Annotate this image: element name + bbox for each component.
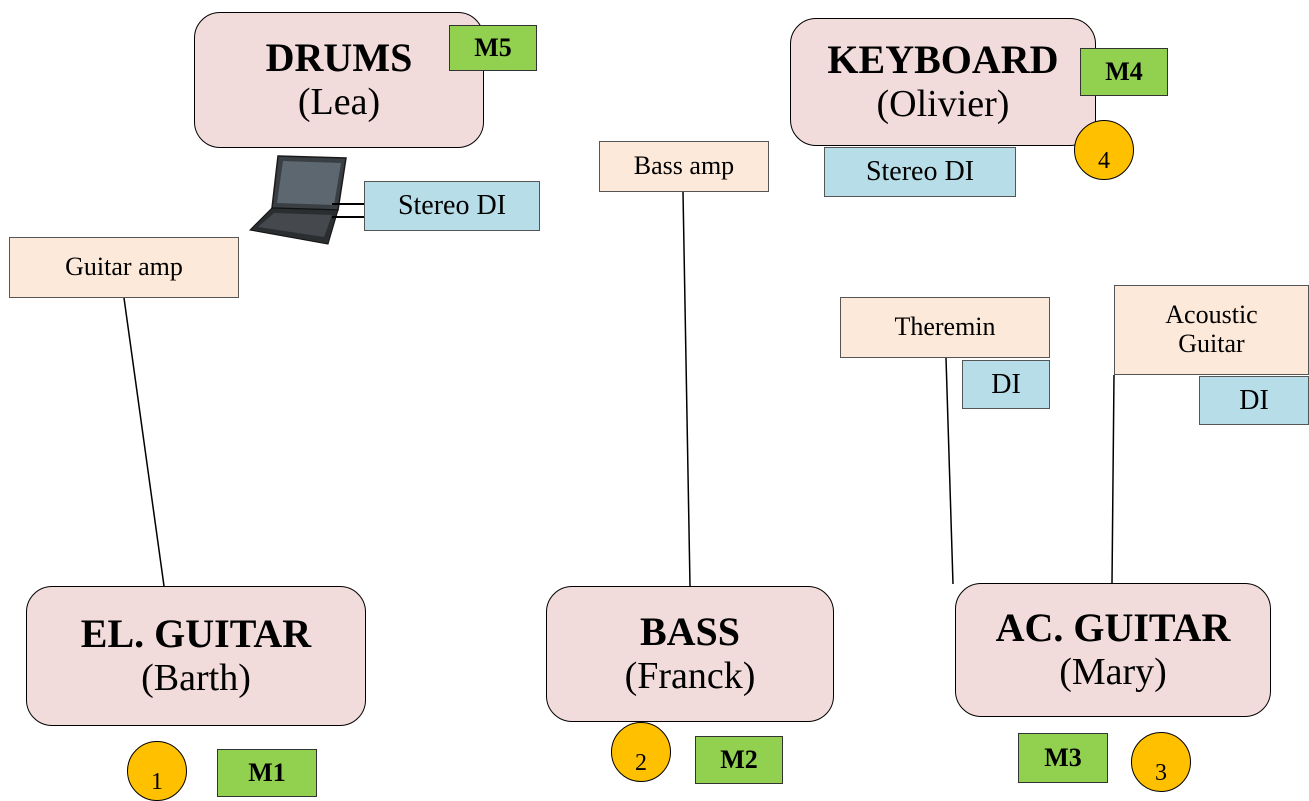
ac-guitar-position: AC. GUITAR (Mary) [955, 583, 1271, 717]
mic-m5: M5 [449, 25, 537, 71]
drums-player-name: (Lea) [297, 81, 381, 124]
mic-m1: M1 [217, 749, 317, 797]
theremin: Theremin [840, 297, 1050, 358]
laptop-icon [248, 152, 350, 247]
guitar-cable [123, 297, 165, 587]
keyboard-position: KEYBOARD (Olivier) [790, 18, 1096, 146]
drums-stereo-di: Stereo DI [364, 181, 540, 231]
monitor-2: 2 [611, 722, 671, 782]
theremin-di: DI [962, 360, 1050, 409]
acoustic-di: DI [1199, 376, 1309, 425]
monitor-1: 1 [127, 741, 187, 801]
bass-amp: Bass amp [599, 141, 769, 192]
drums-role: DRUMS [265, 35, 413, 81]
drums-position: DRUMS (Lea) [194, 12, 484, 148]
mic-m3: M3 [1018, 733, 1108, 783]
acoustic-label-line2: Guitar [1178, 329, 1245, 358]
monitor-4: 4 [1074, 120, 1134, 180]
acoustic-guitar-amp: Acoustic Guitar [1114, 285, 1309, 375]
keyboard-player-name: (Olivier) [876, 83, 1010, 126]
el-guitar-player-name: (Barth) [141, 657, 251, 700]
monitor-3: 3 [1131, 732, 1191, 792]
bass-cable [682, 191, 691, 587]
keyboard-role: KEYBOARD [827, 37, 1059, 83]
acoustic-label-line1: Acoustic [1165, 300, 1258, 330]
el-guitar-position: EL. GUITAR (Barth) [26, 586, 366, 726]
keyboard-stereo-di: Stereo DI [824, 147, 1016, 197]
mic-m2: M2 [695, 736, 783, 784]
bass-player-name: (Franck) [624, 655, 756, 698]
ac-guitar-role: AC. GUITAR [995, 605, 1231, 651]
guitar-amp: Guitar amp [9, 237, 239, 298]
bass-role: BASS [639, 609, 741, 655]
theremin-cable [945, 357, 954, 585]
acoustic-cable [1111, 374, 1115, 584]
ac-guitar-player-name: (Mary) [1059, 651, 1167, 694]
bass-position: BASS (Franck) [546, 586, 834, 722]
el-guitar-role: EL. GUITAR [80, 611, 312, 657]
mic-m4: M4 [1080, 48, 1168, 96]
